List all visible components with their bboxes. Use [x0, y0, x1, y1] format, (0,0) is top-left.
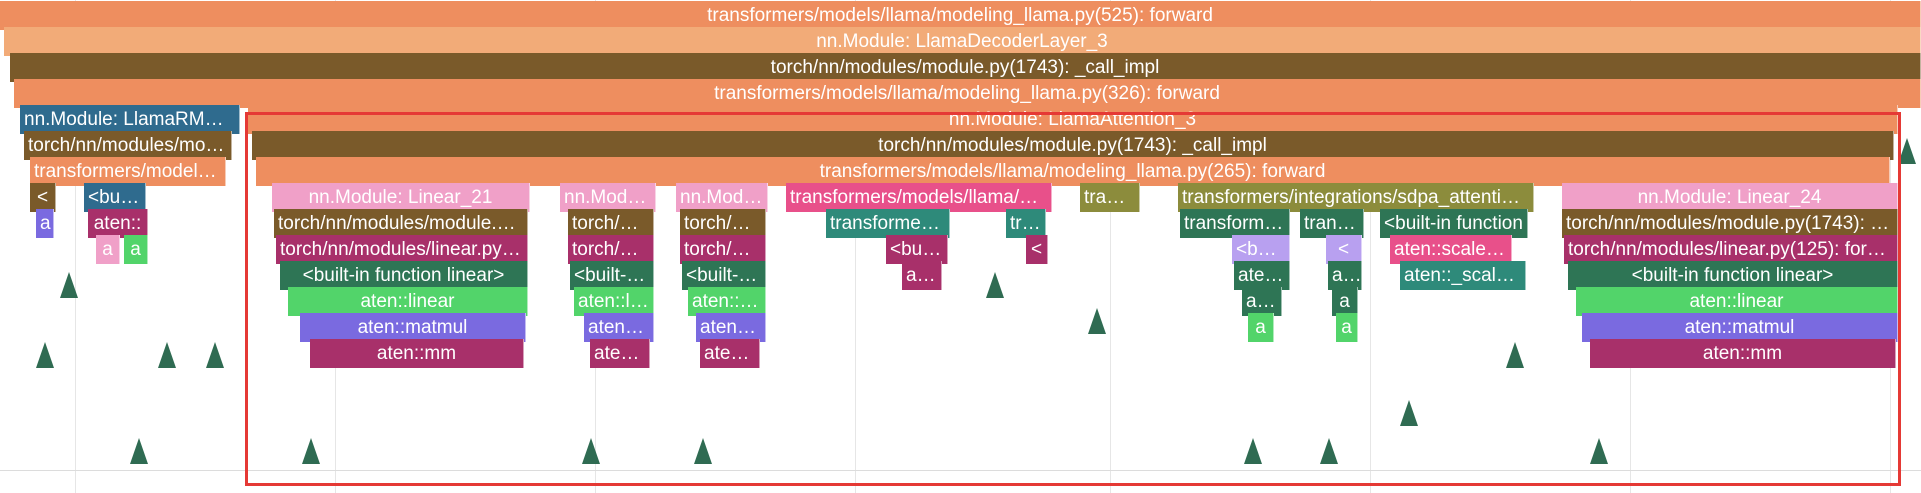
- trace-slice[interactable]: <built-in: [886, 235, 948, 264]
- trace-slice[interactable]: <built-in function linear>: [570, 261, 654, 290]
- trace-slice[interactable]: torch/nn/modules: [680, 235, 766, 264]
- trace-slice[interactable]: aten::: [1328, 261, 1362, 290]
- trace-slice[interactable]: aten::: [1242, 287, 1282, 316]
- flow-event-arrow-icon[interactable]: [302, 438, 320, 464]
- trace-slice[interactable]: <: [30, 183, 56, 212]
- trace-slice[interactable]: torch/nn/modules: [568, 209, 654, 238]
- trace-slice[interactable]: transformers: [1006, 209, 1046, 238]
- trace-slice[interactable]: transformers/models: [1180, 209, 1290, 238]
- trace-slice[interactable]: transformers/models/llama/modeling_llama…: [30, 157, 226, 186]
- flow-event-arrow-icon[interactable]: [1320, 438, 1338, 464]
- trace-slice[interactable]: torch/nn/modules: [568, 235, 654, 264]
- trace-slice[interactable]: <built-in function: [1380, 209, 1528, 238]
- trace-slice[interactable]: transformers/integrations/sdpa_attention…: [1178, 183, 1534, 212]
- trace-slice[interactable]: <built-in function: [84, 183, 146, 212]
- trace-slice[interactable]: aten::linear: [1576, 287, 1898, 316]
- trace-slice[interactable]: a: [1248, 313, 1274, 342]
- trace-slice[interactable]: aten::linear: [574, 287, 654, 316]
- trace-slice[interactable]: aten::: [88, 209, 148, 238]
- trace-slice[interactable]: transformers/models/llama: [1080, 183, 1140, 212]
- trace-slice[interactable]: torch/nn/modules: [680, 209, 766, 238]
- trace-slice[interactable]: aten::matmul: [1582, 313, 1898, 342]
- trace-slice[interactable]: transformers/models/llama/modeling_llama…: [14, 79, 1921, 108]
- trace-slice[interactable]: a: [1332, 287, 1358, 316]
- trace-slice[interactable]: torch/nn/modules/linear.py(125): forward: [276, 235, 528, 264]
- flow-event-arrow-icon[interactable]: [694, 438, 712, 464]
- trace-slice[interactable]: nn.Module: LlamaDecoderLayer_3: [4, 27, 1921, 56]
- trace-slice[interactable]: aten::_scaled_dot_product: [1400, 261, 1526, 290]
- trace-slice[interactable]: torch/nn/modules/linear.py(125): forward: [1564, 235, 1898, 264]
- trace-slice[interactable]: a: [36, 209, 54, 238]
- trace-slice[interactable]: aten::scaled_dot_product: [1390, 235, 1512, 264]
- trace-slice[interactable]: a: [1336, 313, 1358, 342]
- flow-event-arrow-icon[interactable]: [206, 342, 224, 368]
- trace-slice[interactable]: torch/nn/modules/module.py(1743): _call_…: [24, 131, 232, 160]
- trace-slice[interactable]: transformers/models/llama/modeling_llama…: [0, 1, 1921, 30]
- trace-slice[interactable]: <: [1326, 235, 1362, 264]
- trace-slice[interactable]: torch/nn/modules/module.py(1743): _call_…: [1562, 209, 1898, 238]
- flow-event-arrow-icon[interactable]: [158, 342, 176, 368]
- trace-slice[interactable]: <built-in function linear>: [1568, 261, 1898, 290]
- timeline-baseline: [0, 470, 1921, 471]
- trace-slice[interactable]: transformers/models/llama/modeling_llama…: [786, 183, 1052, 212]
- trace-slice[interactable]: aten::matmul: [584, 313, 654, 342]
- flow-event-arrow-icon[interactable]: [130, 438, 148, 464]
- trace-slice[interactable]: nn.Module: Linear_21: [272, 183, 530, 212]
- flow-event-arrow-icon[interactable]: [1898, 138, 1916, 164]
- trace-slice[interactable]: transformers/models/llama/modeling_llama…: [256, 157, 1890, 186]
- trace-slice[interactable]: nn.Module: Linear_22: [560, 183, 656, 212]
- gridline: [855, 0, 856, 493]
- trace-slice[interactable]: <built-in function linear>: [280, 261, 528, 290]
- trace-slice[interactable]: transformers: [1300, 209, 1364, 238]
- trace-slice[interactable]: torch/nn/modules/module.py(1743): _call_…: [10, 53, 1921, 82]
- gridline: [1110, 0, 1111, 493]
- gridline: [75, 0, 76, 493]
- gridline: [1370, 0, 1371, 493]
- trace-slice[interactable]: nn.Module: Linear_23: [676, 183, 768, 212]
- flow-event-arrow-icon[interactable]: [1400, 400, 1418, 426]
- trace-slice[interactable]: aten::mm: [700, 339, 760, 368]
- trace-slice[interactable]: aten::matmul: [696, 313, 766, 342]
- trace-slice[interactable]: aten::mm: [590, 339, 650, 368]
- flow-event-arrow-icon[interactable]: [1506, 342, 1524, 368]
- flow-event-arrow-icon[interactable]: [60, 272, 78, 298]
- flow-event-arrow-icon[interactable]: [1088, 308, 1106, 334]
- trace-slice[interactable]: nn.Module: LlamaAttention_3: [248, 105, 1898, 134]
- trace-slice[interactable]: aten::mm: [1590, 339, 1896, 368]
- trace-slice[interactable]: nn.Module: LlamaRMSNorm: [20, 105, 240, 134]
- flow-event-arrow-icon[interactable]: [582, 438, 600, 464]
- flow-event-arrow-icon[interactable]: [1590, 438, 1608, 464]
- flow-event-arrow-icon[interactable]: [1244, 438, 1262, 464]
- trace-slice[interactable]: aten::linear: [288, 287, 528, 316]
- flow-event-arrow-icon[interactable]: [36, 342, 54, 368]
- trace-slice[interactable]: <built-in function linear>: [682, 261, 766, 290]
- trace-slice[interactable]: <: [1026, 235, 1048, 264]
- flow-event-arrow-icon[interactable]: [986, 272, 1004, 298]
- trace-slice[interactable]: aten::mm: [310, 339, 524, 368]
- trace-slice[interactable]: torch/nn/modules/module.py(1743): _call_…: [252, 131, 1894, 160]
- trace-slice[interactable]: a: [96, 235, 120, 264]
- trace-slice[interactable]: a: [124, 235, 148, 264]
- trace-slice[interactable]: aten::linear: [688, 287, 766, 316]
- trace-slice[interactable]: aten::: [1234, 261, 1290, 290]
- trace-slice[interactable]: aten::: [902, 261, 942, 290]
- trace-slice[interactable]: aten::matmul: [300, 313, 526, 342]
- trace-slice[interactable]: torch/nn/modules/module.py(1743): _call_…: [274, 209, 528, 238]
- trace-slice[interactable]: nn.Module: Linear_24: [1562, 183, 1898, 212]
- trace-slice[interactable]: transformers/models: [826, 209, 950, 238]
- trace-slice[interactable]: <built-in: [1232, 235, 1290, 264]
